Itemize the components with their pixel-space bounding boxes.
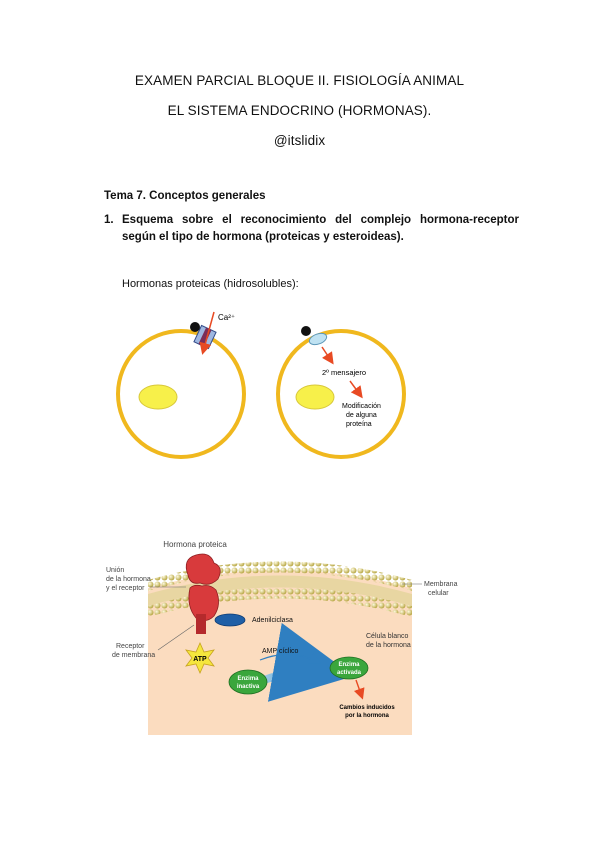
changes-label-1: Cambios inducidos (339, 705, 395, 711)
receptor-label-1: Receptor (116, 643, 145, 650)
cell-nucleus (138, 384, 178, 410)
modification-arrow (349, 380, 363, 399)
section-title: Tema 7. Conceptos generales (104, 190, 266, 202)
ion-arrow (199, 311, 215, 355)
union-label-1: Unión (106, 567, 124, 574)
cell-membrane (276, 329, 406, 459)
lipid-tails (148, 575, 412, 606)
membrane-receptor-diagram: ATP Enzima inactiva Enzima activada Camb… (106, 540, 458, 735)
question-1: 1. Esquema sobre el reconocimiento del c… (104, 212, 519, 246)
inactive-enzyme (228, 669, 268, 695)
inactive-enzyme-label-1: Enzima (237, 676, 259, 682)
exam-title: EXAMEN PARCIAL BLOQUE II. FISIOLOGÍA ANI… (134, 73, 465, 88)
receptor-stalk (196, 614, 206, 634)
active-enzyme (329, 656, 369, 680)
messenger-arrow (321, 346, 334, 365)
membrane-label-1: Membrana (424, 581, 458, 588)
subheading-proteic-hormones: Hormonas proteicas (hidrosolubles): (122, 278, 299, 290)
changes-label-2: por la hormona (345, 713, 389, 719)
adenylate-cyclase-shape (214, 613, 246, 627)
hormone-molecule (190, 322, 200, 332)
author-handle: @itslidix (273, 133, 326, 148)
atp-burst (185, 642, 215, 674)
hormone-molecule (301, 326, 311, 336)
cell-diagram-second-messenger: 2º mensajero Modificación de alguna prot… (276, 326, 406, 459)
cell-nucleus (295, 384, 335, 410)
modification-label-2: de alguna (346, 412, 377, 419)
camp-label: AMP cíclico (262, 648, 299, 655)
inactive-enzyme-label-2: inactiva (237, 684, 260, 690)
atp-label: ATP (193, 656, 207, 663)
modification-label-3: proteína (346, 421, 372, 428)
changes-arrow (353, 679, 365, 700)
membrane-receptor (308, 332, 328, 346)
union-label-3: y el receptor (106, 585, 145, 592)
question-text: Esquema sobre el reconocimiento del comp… (122, 214, 519, 243)
exam-subtitle: EL SISTEMA ENDOCRINO (HORMONAS). (167, 103, 432, 118)
membrane-receptor (188, 584, 219, 621)
protein-hormone (185, 553, 221, 585)
union-label-2: de la hormona (106, 576, 151, 583)
active-enzyme-label-2: activada (337, 670, 362, 676)
modification-label-1: Modificación (342, 403, 381, 410)
cell-membrane (116, 329, 246, 459)
target-cell-label-1: Célula blanco (366, 633, 409, 640)
membrane-label-2: celular (428, 590, 449, 597)
target-cell-label-2: de la hormona (366, 642, 411, 649)
adenylate-label: Adenilciclasa (252, 617, 293, 624)
camp-arrow (259, 652, 322, 664)
active-enzyme-label-1: Enzima (338, 662, 360, 668)
ion-label: Ca²⁺ (218, 313, 235, 322)
receptor-label-2: de membrana (112, 652, 155, 659)
messenger-label: 2º mensajero (322, 368, 366, 377)
question-number: 1. (104, 214, 114, 226)
receptor-leader (157, 624, 195, 651)
hormone-label: Hormona proteica (163, 540, 227, 549)
cell-diagram-channel: Ca²⁺ (116, 311, 246, 459)
